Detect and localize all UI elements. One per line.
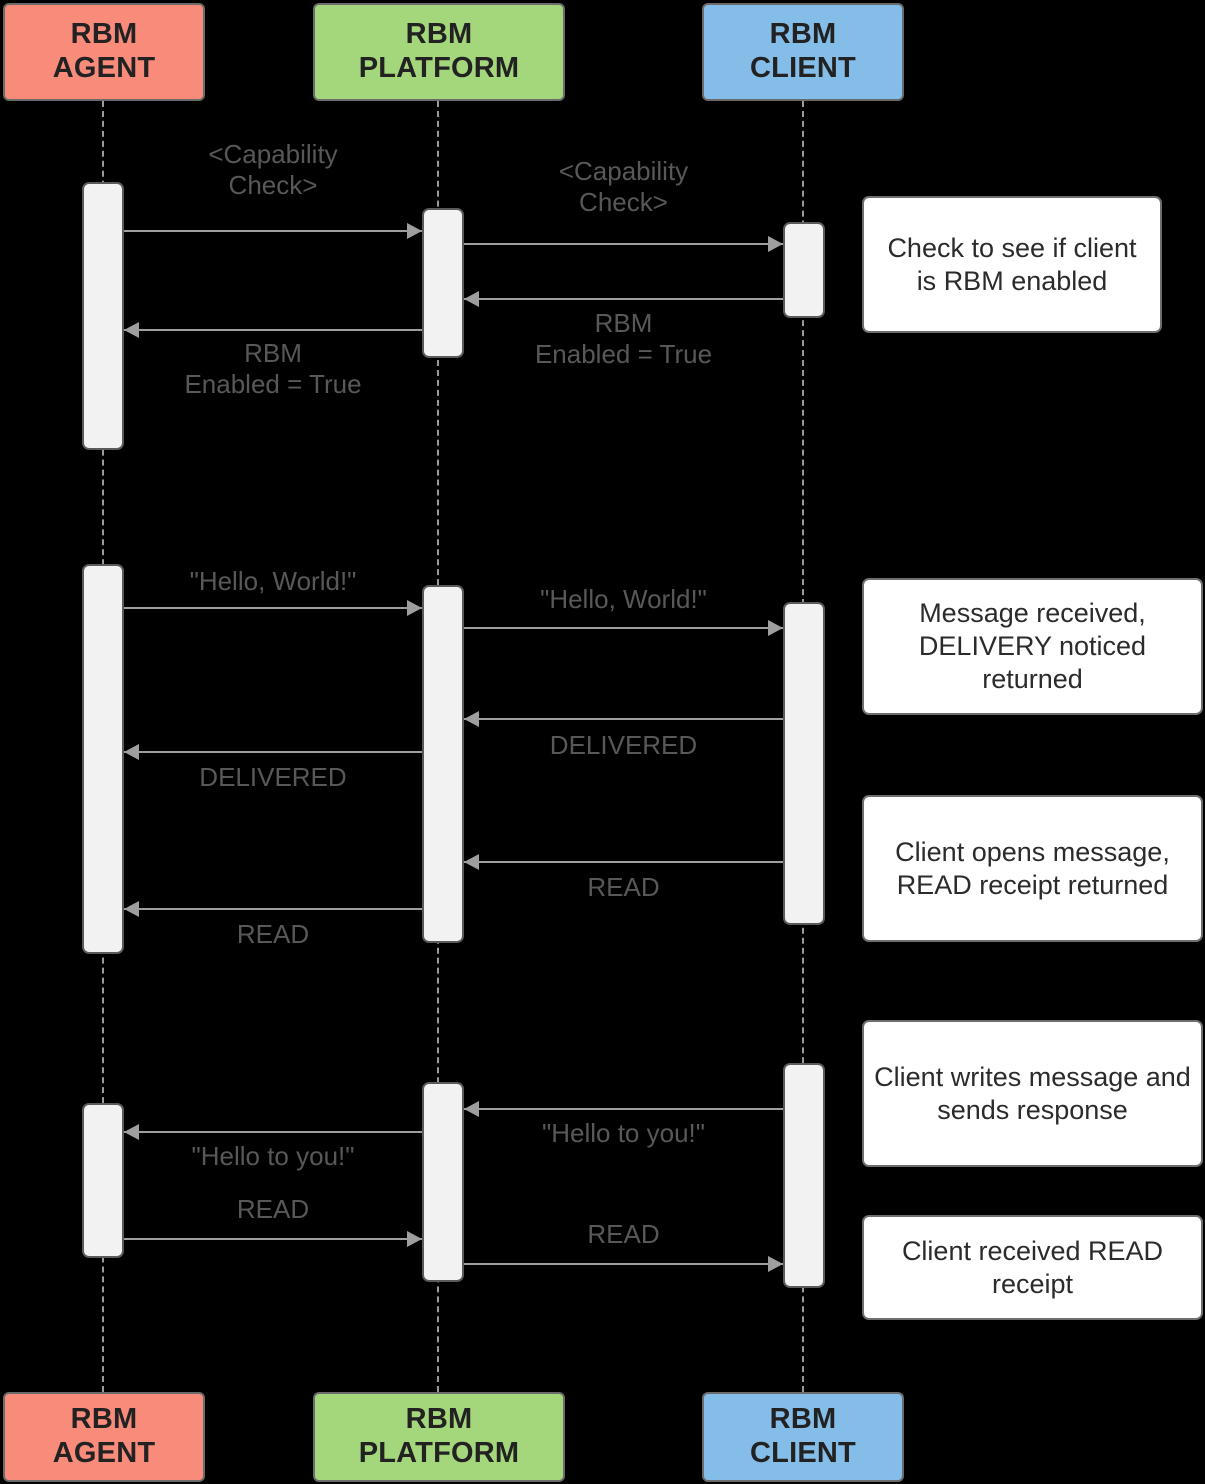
message-label-read-agent-to-platform: READ <box>236 1194 310 1224</box>
message-arrowhead-read-agent <box>124 901 139 917</box>
activation-bar-client <box>783 1063 825 1288</box>
message-line-delivered-client <box>464 718 783 720</box>
message-arrowhead-delivered-client <box>464 711 479 727</box>
activation-bar-agent <box>82 1103 124 1258</box>
activation-bar-client <box>783 222 825 318</box>
participant-label-line2: PLATFORM <box>358 52 520 84</box>
message-arrowhead-cap-check-1 <box>407 223 422 239</box>
note-note-read-receipt: Client opens message, READ receipt retur… <box>862 795 1203 942</box>
message-label-hello-world-1: "Hello, World!" <box>189 566 357 596</box>
activation-bar-client <box>783 602 825 925</box>
participant-label-line2: CLIENT <box>750 52 856 84</box>
message-line-cap-check-1 <box>124 230 422 232</box>
participant-label-line1: RBM <box>405 1403 473 1436</box>
message-label-delivered-client: DELIVERED <box>549 730 698 760</box>
message-arrowhead-cap-check-2 <box>768 236 783 252</box>
message-label-rbm-enabled-client: RBM Enabled = True <box>534 308 713 369</box>
note-text: Client received READ receipt <box>901 1235 1164 1299</box>
message-arrowhead-hello-to-you-1 <box>464 1101 479 1117</box>
activation-bar-agent <box>82 564 124 954</box>
participant-label-line1: RBM <box>769 1403 837 1436</box>
note-note-delivery: Message received, DELIVERY noticed retur… <box>862 578 1203 715</box>
message-arrowhead-rbm-enabled-agent <box>124 322 139 338</box>
message-line-hello-to-you-1 <box>464 1108 783 1110</box>
message-arrowhead-hello-to-you-2 <box>124 1124 139 1140</box>
message-line-hello-world-1 <box>124 607 422 609</box>
message-label-cap-check-1: <Capability Check> <box>208 139 338 200</box>
activation-bar-agent <box>82 182 124 450</box>
note-text: Message received, DELIVERY noticed retur… <box>918 598 1147 694</box>
note-text: Client writes message and sends response <box>874 1061 1191 1125</box>
participant-label-line2: PLATFORM <box>358 1437 520 1469</box>
participant-label-line2: AGENT <box>52 52 156 84</box>
message-line-read-agent <box>124 908 422 910</box>
message-line-read-platform-to-client <box>464 1263 783 1265</box>
message-line-hello-world-2 <box>464 627 783 629</box>
message-arrowhead-rbm-enabled-client <box>464 291 479 307</box>
message-line-hello-to-you-2 <box>124 1131 422 1133</box>
participant-label-line1: RBM <box>405 18 473 51</box>
message-label-read-agent: READ <box>236 919 310 949</box>
message-label-rbm-enabled-agent: RBM Enabled = True <box>184 338 362 399</box>
participant-label-line2: AGENT <box>52 1437 156 1469</box>
message-label-hello-world-2: "Hello, World!" <box>540 584 707 614</box>
message-label-read-platform-to-client: READ <box>587 1219 660 1249</box>
message-line-delivered-agent <box>124 751 422 753</box>
message-label-cap-check-2: <Capability Check> <box>558 156 689 217</box>
activation-bar-platform <box>422 585 464 943</box>
message-arrowhead-hello-world-2 <box>768 620 783 636</box>
message-line-read-agent-to-platform <box>124 1238 422 1240</box>
message-arrowhead-hello-world-1 <box>407 600 422 616</box>
participant-label-line1: RBM <box>70 18 138 51</box>
message-arrowhead-read-client <box>464 854 479 870</box>
message-label-hello-to-you-1: "Hello to you!" <box>542 1118 705 1148</box>
message-label-delivered-agent: DELIVERED <box>199 762 347 792</box>
message-line-cap-check-2 <box>464 243 783 245</box>
participant-label-line1: RBM <box>70 1403 138 1436</box>
message-arrowhead-read-platform-to-client <box>768 1256 783 1272</box>
message-arrowhead-delivered-agent <box>124 744 139 760</box>
activation-bar-platform <box>422 208 464 358</box>
participant-label-line1: RBM <box>769 18 837 51</box>
note-text: Client opens message, READ receipt retur… <box>895 836 1170 900</box>
participant-label-line2: CLIENT <box>750 1437 856 1469</box>
note-note-client-writes: Client writes message and sends response <box>862 1020 1203 1167</box>
message-line-read-client <box>464 861 783 863</box>
message-label-read-client: READ <box>587 872 660 902</box>
message-line-rbm-enabled-client <box>464 298 783 300</box>
message-label-hello-to-you-2: "Hello to you!" <box>191 1141 355 1171</box>
message-arrowhead-read-agent-to-platform <box>407 1231 422 1247</box>
note-note-capability: Check to see if client is RBM enabled <box>862 196 1162 333</box>
activation-bar-platform <box>422 1082 464 1282</box>
note-text: Check to see if client is RBM enabled <box>887 232 1137 296</box>
note-note-client-received: Client received READ receipt <box>862 1215 1203 1320</box>
message-line-rbm-enabled-agent <box>124 329 422 331</box>
